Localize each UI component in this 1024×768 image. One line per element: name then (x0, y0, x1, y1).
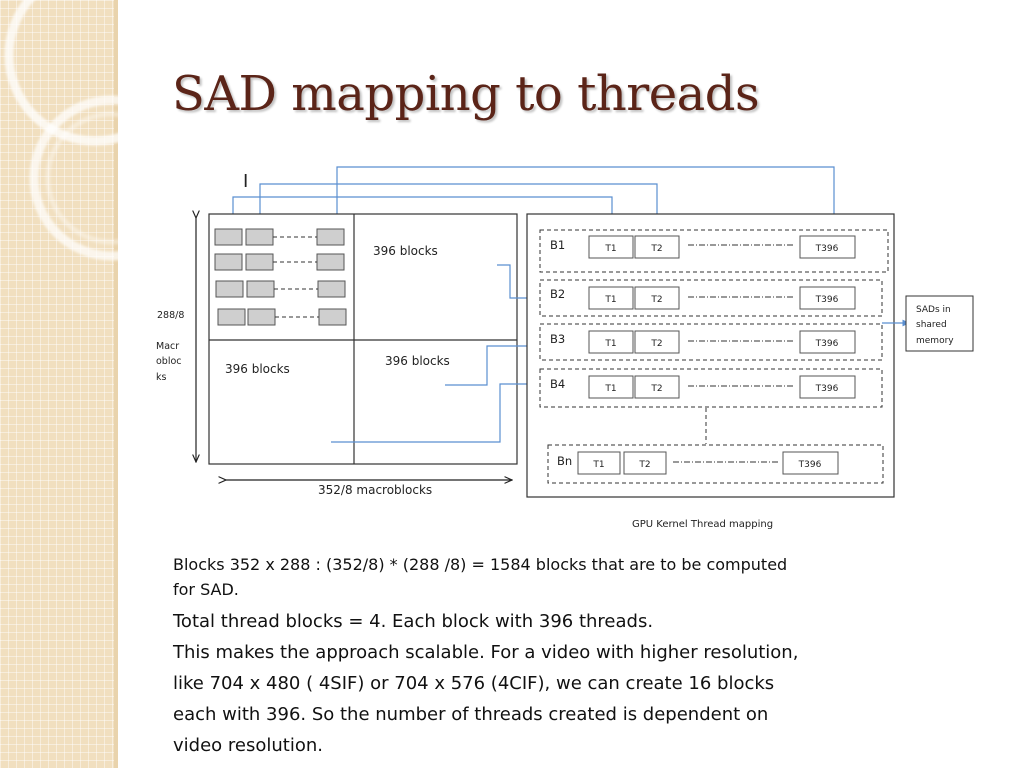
macroblock-cell (214, 228, 243, 246)
macroblock-cell (214, 253, 243, 271)
thread-t2: T2 (638, 460, 650, 470)
block-label: B4 (550, 377, 565, 391)
shared-memory-line-2: shared (916, 320, 947, 330)
thread-t2: T2 (650, 384, 662, 394)
macroblock-cell (318, 308, 347, 326)
body-paragraph-blocks: Blocks 352 x 288 : (352/8) * (288 /8) = … (173, 552, 893, 602)
thread-block-bn: Bn T1 T2 T396 (547, 444, 884, 484)
height-label: 288/8 (157, 310, 184, 321)
thread-block-b3: B3 T1 T2 T396 (539, 323, 883, 361)
thread-t2: T2 (650, 244, 662, 254)
thread-t1: T1 (604, 295, 616, 305)
body-line: for SAD. (173, 580, 239, 599)
arrow-to-b4 (331, 380, 537, 443)
body-line: Blocks 352 x 288 : (352/8) * (288 /8) = … (173, 555, 788, 574)
block-label: B1 (550, 238, 565, 252)
macroblock-cell (245, 228, 274, 246)
quadrant-label-bottom-left: 396 blocks (225, 362, 290, 376)
cursor-mark: I (243, 171, 248, 192)
macroblock-cell (316, 253, 345, 271)
decorative-sidebar-edge (114, 0, 118, 768)
macroblock-cell (247, 308, 276, 326)
shared-memory-line-3: memory (916, 336, 954, 346)
decorative-rings (4, 0, 140, 261)
thread-t2: T2 (650, 339, 662, 349)
body-line: video resolution. (173, 735, 323, 756)
macroblock-cell (246, 280, 275, 298)
arrow-to-b3 (445, 342, 535, 386)
macroblock-frame (208, 213, 518, 465)
width-label: 352/8 macroblocks (318, 483, 432, 497)
quadrant-label-bottom-right: 396 blocks (385, 354, 450, 368)
arrow-to-b1-t2 (259, 183, 661, 235)
thread-t396: T396 (815, 295, 839, 305)
thread-t396: T396 (815, 339, 839, 349)
block-label: Bn (557, 454, 572, 468)
body-line: This makes the approach scalable. For a … (173, 642, 799, 663)
arrow-to-b2 (497, 264, 540, 302)
body-line: like 704 x 480 ( 4SIF) or 704 x 576 (4CI… (173, 673, 775, 694)
slide-title: SAD mapping to threads (172, 66, 760, 122)
thread-t1: T1 (604, 244, 616, 254)
height-unit-line-3: ks (156, 372, 167, 383)
thread-block-b4: B4 T1 T2 T396 (539, 368, 883, 408)
thread-t396: T396 (798, 460, 822, 470)
macroblock-grid-ellipsis (273, 236, 319, 318)
thread-t2: T2 (650, 295, 662, 305)
macroblock-cell (217, 308, 246, 326)
macroblock-cell (316, 228, 345, 246)
shared-memory-box: SADs in shared memory (905, 295, 974, 352)
thread-t1: T1 (604, 339, 616, 349)
block-label: B3 (550, 332, 565, 346)
macroblock-cell (245, 253, 274, 271)
quadrant-label-top-right: 396 blocks (373, 244, 438, 258)
macroblock-grid (214, 228, 347, 326)
thread-block-b1: B1 T1 T2 T396 (539, 229, 889, 273)
thread-block-b2: B2 T1 T2 T396 (539, 279, 883, 317)
block-label: B2 (550, 287, 565, 301)
shared-memory-line-1: SADs in (916, 305, 951, 315)
height-unit-line-2: obloc (156, 356, 182, 367)
height-unit-line-1: Macr (156, 341, 179, 352)
gpu-kernel-panel (526, 213, 895, 498)
body-line: each with 396. So the number of threads … (173, 704, 769, 725)
thread-t396: T396 (815, 384, 839, 394)
thread-t1: T1 (604, 384, 616, 394)
thread-t1: T1 (592, 460, 604, 470)
kernel-caption: GPU Kernel Thread mapping (632, 519, 773, 530)
macroblock-cell (215, 280, 244, 298)
arrow-to-b1-t396 (336, 166, 838, 235)
body-paragraph-scalability: Total thread blocks = 4. Each block with… (173, 606, 893, 761)
side-arrows (331, 264, 540, 443)
macroblock-cell (317, 280, 346, 298)
body-line: Total thread blocks = 4. Each block with… (173, 611, 654, 632)
thread-t396: T396 (815, 244, 839, 254)
